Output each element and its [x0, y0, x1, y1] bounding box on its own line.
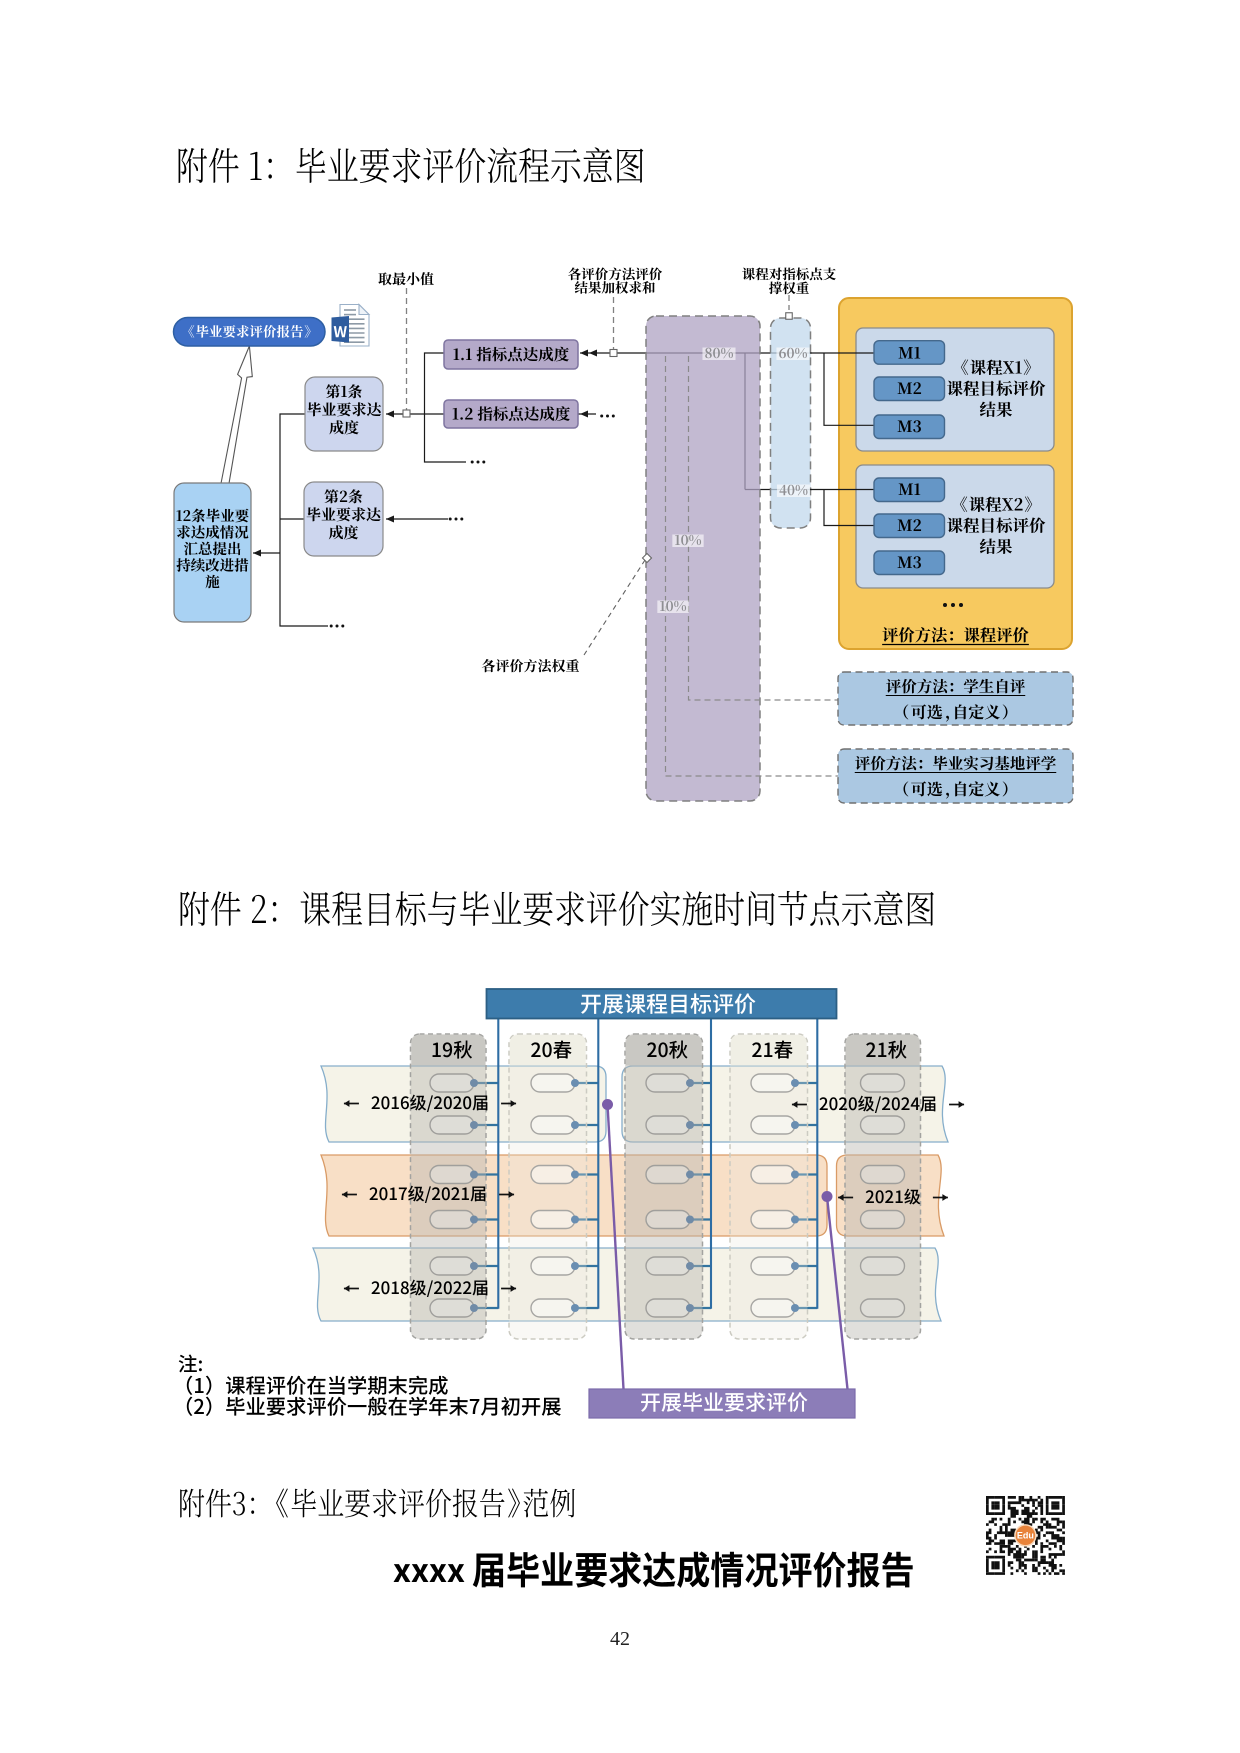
svg-text:Edu: Edu: [1017, 1530, 1034, 1540]
svg-text:42: 42: [610, 1628, 630, 1650]
